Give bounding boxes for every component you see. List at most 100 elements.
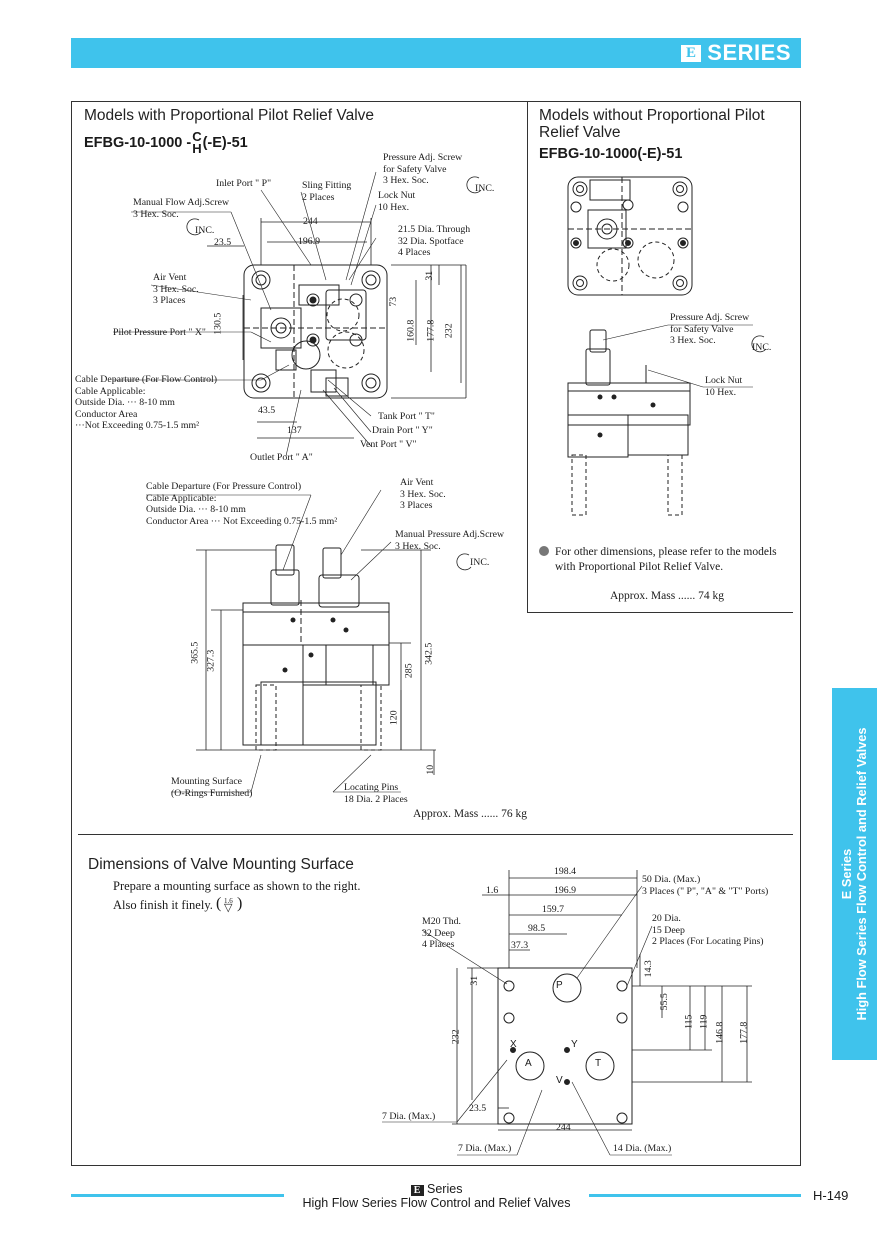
lbl-3places: 3 Places (153, 295, 186, 306)
rlbl-hex10: 10 Hex. (705, 386, 737, 398)
right-mass: Approx. Mass ...... 74 kg (610, 590, 725, 602)
dim-232: 232 (443, 323, 455, 339)
lbl-cable-app2: Cable Applicable: (146, 492, 217, 504)
side-tab-line2: High Flow Series Flow Control and Relief… (854, 727, 869, 1021)
content-frame (71, 101, 801, 1166)
header-bar: E SERIES (71, 38, 801, 68)
mdim-23-5: 23.5 (469, 1103, 487, 1114)
dim-244: 244 (303, 216, 318, 227)
mdim-177-8: 177.8 (738, 1021, 750, 1044)
label-inc-flow: INC. (195, 225, 215, 236)
label-pressure-adj-screw: Pressure Adj. Screw for Safety Valve 3 H… (383, 152, 462, 187)
e-series-logo-icon: E (681, 44, 702, 62)
side-tab-line1: E Series (839, 848, 854, 900)
lbl-hex3: 3 Hex. Soc. (383, 175, 429, 186)
mounting-surface-drawing (382, 870, 752, 1156)
label-outlet-port: Outlet Port " A" (250, 452, 313, 463)
lbl-2places: 2 Places (302, 191, 335, 203)
footer-subtitle: High Flow Series Flow Control and Relief… (302, 1196, 571, 1210)
lbl-conductor2: Conductor Area ··· Not Exceeding 0.75-1.… (146, 515, 338, 527)
mdim-115: 115 (683, 1014, 695, 1029)
port-v-label: V (556, 1075, 563, 1086)
lbl-3places2: 3 Places (400, 500, 433, 511)
left-mass: Approx. Mass ...... 76 kg (413, 808, 528, 820)
mounting-line2: Also finish it finely. (113, 898, 213, 912)
mlabel-m20: M20 Thd. 32 Deep 4 Places (422, 916, 461, 951)
surface-finish-icon: ( 1.6 ▽ ) (216, 895, 243, 914)
mounting-line1: Prepare a mounting surface as shown to t… (113, 879, 361, 893)
lbl-outside-dia2: Outside Dia. ··· 8-10 mm (146, 504, 246, 515)
label-drain-port: Drain Port " Y" (372, 425, 433, 436)
top-view-drawing (113, 171, 482, 457)
lbl-cable-app: Cable Applicable: (75, 385, 146, 397)
right-model-code: EFBG-10-1000(-E)-51 (539, 146, 683, 162)
lbl-mp-hex: 3 Hex. Soc. (395, 540, 441, 552)
port-x-label: X (510, 1039, 517, 1050)
footer-line-left (71, 1194, 284, 1197)
mlbl-3places: 3 Places (" P", "A" & "T" Ports) (642, 885, 769, 897)
lbl-spotface: 32 Dia. Spotface (398, 235, 464, 247)
rlbl-pas: Pressure Adj. Screw (670, 312, 750, 323)
right-note-line2: with Proportional Pilot Relief Valve. (555, 561, 724, 573)
footer-logo-icon: E (410, 1185, 424, 1196)
mdim-55-5: 55.5 (658, 993, 670, 1011)
port-y-label: Y (571, 1039, 578, 1050)
footer-line-right (589, 1194, 801, 1197)
mlbl-dia20: 20 Dia. (652, 913, 681, 924)
side-tab: E Series High Flow Series Flow Control a… (832, 688, 877, 1060)
right-note: For other dimensions, please refer to th… (539, 545, 777, 575)
dim-196-9: 196.9 (298, 236, 321, 247)
mdim-119: 119 (698, 1014, 710, 1029)
mlbl-2places: 2 Places (For Locating Pins) (652, 936, 764, 947)
dim-10: 10 (425, 764, 437, 775)
mlabel-dia7a: 7 Dia. (Max.) (382, 1111, 436, 1122)
mdim-1-6: 1.6 (486, 885, 499, 896)
label-lock-nut: Lock Nut 10 Hex. (378, 190, 415, 213)
label-pilot-pressure-port: Pilot Pressure Port " X" (113, 327, 206, 338)
lbl-hex3b: 3 Hex. Soc. (133, 208, 179, 220)
lbl-hex10: 10 Hex. (378, 201, 410, 213)
mdim-98-5: 98.5 (528, 923, 546, 934)
divider-vertical (527, 101, 528, 613)
lbl-4places: 4 Places (398, 247, 431, 258)
dim-285: 285 (403, 663, 415, 679)
label-inc-side: INC. (470, 557, 490, 568)
label-inlet-port: Inlet Port " P" (216, 178, 272, 189)
mdim-159-7: 159.7 (542, 904, 565, 915)
left-section-title: Models with Proportional Pilot Relief Va… (84, 107, 375, 124)
mdim-31: 31 (469, 975, 481, 986)
mlbl-deep32: 32 Deep (422, 927, 455, 939)
mdim-232: 232 (450, 1029, 462, 1045)
page-number: H-149 (813, 1188, 849, 1203)
lbl-locknut: Lock Nut (378, 190, 416, 201)
mdim-198-4: 198.4 (554, 866, 577, 877)
label-inc-top: INC. (475, 183, 495, 194)
mlbl-4places: 4 Places (422, 939, 455, 950)
lbl-av-hex2: 3 Hex. Soc. (400, 488, 446, 500)
label-air-vent-side: Air Vent 3 Hex. Soc. 3 Places (400, 477, 446, 512)
mdim-146-8: 146.8 (714, 1021, 726, 1044)
label-locating-pins: Locating Pins 18 Dia. 2 Places (344, 782, 408, 805)
right-label-lock-nut: Lock Nut 10 Hex. (705, 375, 742, 398)
lbl-sling: Sling Fitting (302, 180, 352, 191)
lbl-pas: Pressure Adj. Screw (383, 152, 463, 163)
dim-177-8: 177.8 (425, 319, 437, 342)
lbl-airvent2: Air Vent (400, 477, 434, 488)
divider-horizontal (78, 834, 793, 835)
mlabel-dia7b: 7 Dia. (Max.) (458, 1143, 512, 1154)
label-manual-pressure-adj: Manual Pressure Adj.Screw 3 Hex. Soc. (395, 529, 504, 552)
mlabel-dia50: 50 Dia. (Max.) 3 Places (" P", "A" & "T"… (642, 874, 768, 897)
mlbl-deep15: 15 Deep (652, 924, 685, 936)
label-vent-port: Vent Port " V" (360, 439, 417, 450)
lbl-cable-pressure: Cable Departure (For Pressure Control) (146, 481, 302, 492)
mlbl-m20: M20 Thd. (422, 916, 462, 927)
dim-327-3: 327.3 (205, 649, 217, 672)
side-view-drawing (146, 489, 472, 793)
dim-73: 73 (388, 296, 400, 307)
mdim-37-3: 37.3 (511, 940, 529, 951)
label-cable-pressure: Cable Departure (For Pressure Control) C… (146, 481, 337, 527)
dim-120: 120 (388, 710, 400, 726)
lbl-conductor: Conductor Area (75, 408, 138, 420)
port-t-label: T (595, 1058, 602, 1069)
label-cable-flow: Cable Departure (For Flow Control) Cable… (75, 374, 217, 432)
